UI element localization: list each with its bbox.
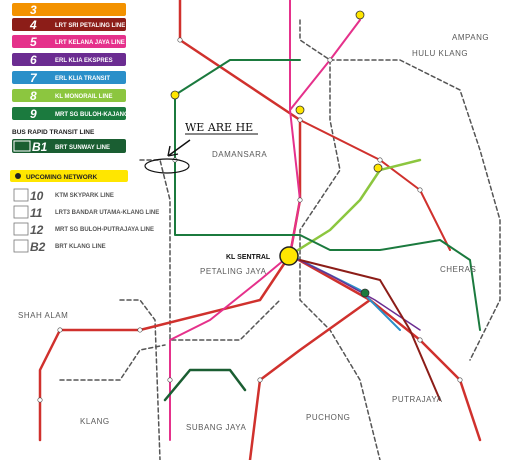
area-petaling-jaya: PETALING JAYA [200, 267, 267, 276]
area-damansara: DAMANSARA [212, 150, 267, 159]
brt-header: BUS RAPID TRANSIT LINE [12, 129, 95, 136]
legend-num-5: 5 [30, 35, 37, 49]
legend-num-12: 12 [30, 223, 44, 237]
legend-row-10: 10 KTM SKYPARK LINE [13, 188, 114, 203]
area-cheras: CHERAS [440, 265, 476, 274]
station-dot [417, 187, 423, 193]
pink-line [169, 0, 301, 441]
legend-num-10: 10 [30, 189, 44, 203]
legend-label-8: KL MONORAIL LINE [55, 94, 112, 100]
dashed-line-skypark [119, 299, 161, 460]
legend-row-9: 9 MRT SG BULOH-KAJANG LINE [12, 107, 144, 121]
upcoming-header: UPCOMING NETWORK [10, 170, 128, 182]
legend-label-4: LRT SRI PETALING LINE [55, 23, 125, 29]
hub-label: KL SENTRAL [226, 254, 271, 261]
interchange-marker [355, 10, 365, 20]
dashed-line-east [329, 59, 501, 361]
legend-label-b2: BRT KLANG LINE [55, 244, 106, 250]
legend-label-12: MRT SG BULOH-PUTRAJAYA LINE [55, 227, 154, 233]
purple-line [294, 257, 421, 331]
station-dot [137, 327, 143, 333]
legend-row-3: 3 [12, 3, 126, 17]
station-dot [177, 37, 183, 43]
legend-row-b1: B1 BRT SUNWAY LINE [12, 139, 126, 154]
legend-num-6: 6 [30, 53, 37, 67]
area-klang: KLANG [80, 417, 110, 426]
green-line-brt [163, 368, 247, 402]
station-dot [327, 57, 333, 63]
legend-label-7: ERL KLIA TRANSIT [55, 76, 110, 82]
annotation-arrow [167, 139, 191, 157]
interchange-marker [170, 90, 180, 100]
area-putrajaya: PUTRAJAYA [392, 395, 443, 404]
legend-num-4: 4 [29, 18, 37, 32]
legend-label-10: KTM SKYPARK LINE [55, 193, 114, 199]
station-dot [57, 327, 63, 333]
station-dot [297, 197, 303, 203]
legend-row-11: 11 LRT3 BANDAR UTAMA-KLANG LINE [13, 205, 159, 220]
legend-label-5: LRT KELANA JAYA LINE [55, 40, 125, 46]
legend-num-8: 8 [30, 89, 37, 103]
legend-num-b2: B2 [30, 240, 46, 254]
interchange-markers [170, 10, 383, 298]
station-dot [377, 157, 383, 163]
area-labels: HULU KLANG AMPANG DAMANSARA PETALING JAY… [18, 33, 489, 432]
area-hulu-klang: HULU KLANG [412, 49, 468, 58]
dark-green-line-mrt-w [174, 59, 301, 96]
legend-label-b1: BRT SUNWAY LINE [55, 145, 110, 151]
red-line-west [38, 253, 292, 442]
handwritten-annotation: WE ARE HE [144, 121, 258, 174]
station-dot [297, 117, 303, 123]
station-dot [257, 377, 263, 383]
annotation-text: WE ARE HE [185, 121, 253, 134]
dashed-line-west [59, 344, 166, 381]
hub-circle [279, 246, 299, 266]
green-line-monorail [288, 158, 422, 257]
station-dot [167, 377, 173, 383]
station-markers [37, 37, 463, 403]
legend: 3 4 LRT SRI PETALING LINE 5 LRT KELANA J… [10, 3, 159, 254]
legend-num-11: 11 [30, 206, 43, 220]
legend-row-8: 8 KL MONORAIL LINE [12, 89, 126, 103]
area-puchong: PUCHONG [306, 413, 350, 422]
legend-row-4: 4 LRT SRI PETALING LINE [12, 18, 126, 32]
dashed-line-mrt2 [299, 19, 381, 460]
red-line-east [299, 119, 451, 251]
legend-row-6: 6 ERL KLIA EKSPRES [12, 53, 126, 67]
station-dot [37, 397, 43, 403]
interchange-marker [360, 288, 370, 298]
red-line-southwest [248, 298, 372, 460]
legend-row-12: 12 MRT SG BULOH-PUTRAJAYA LINE [13, 222, 154, 237]
legend-row-5: 5 LRT KELANA JAYA LINE [12, 35, 126, 49]
area-shah-alam: SHAH ALAM [18, 311, 68, 320]
interchange-marker [295, 105, 305, 115]
legend-label-6: ERL KLIA EKSPRES [55, 58, 113, 64]
dark-green-line-mrt [174, 94, 481, 331]
brown-line-sri-petaling [299, 259, 441, 401]
area-ampang: AMPANG [452, 33, 489, 42]
station-dot [417, 337, 423, 343]
legend-num-3: 3 [30, 3, 37, 17]
legend-row-7: 7 ERL KLIA TRANSIT [12, 71, 126, 85]
upcoming-header-label: UPCOMING NETWORK [26, 174, 97, 181]
station-dot [457, 377, 463, 383]
annotation-circle [144, 158, 190, 174]
legend-num-b1: B1 [32, 140, 48, 154]
area-subang-jaya: SUBANG JAYA [186, 423, 246, 432]
legend-label-9: MRT SG BULOH-KAJANG LINE [55, 112, 144, 118]
legend-label-11: LRT3 BANDAR UTAMA-KLANG LINE [55, 210, 159, 216]
legend-row-b2: B2 BRT KLANG LINE [13, 239, 106, 254]
kl-sentral-hub: KL SENTRAL [226, 246, 299, 266]
legend-num-7: 7 [30, 71, 38, 85]
interchange-marker [373, 163, 383, 173]
legend-num-9: 9 [30, 107, 37, 121]
